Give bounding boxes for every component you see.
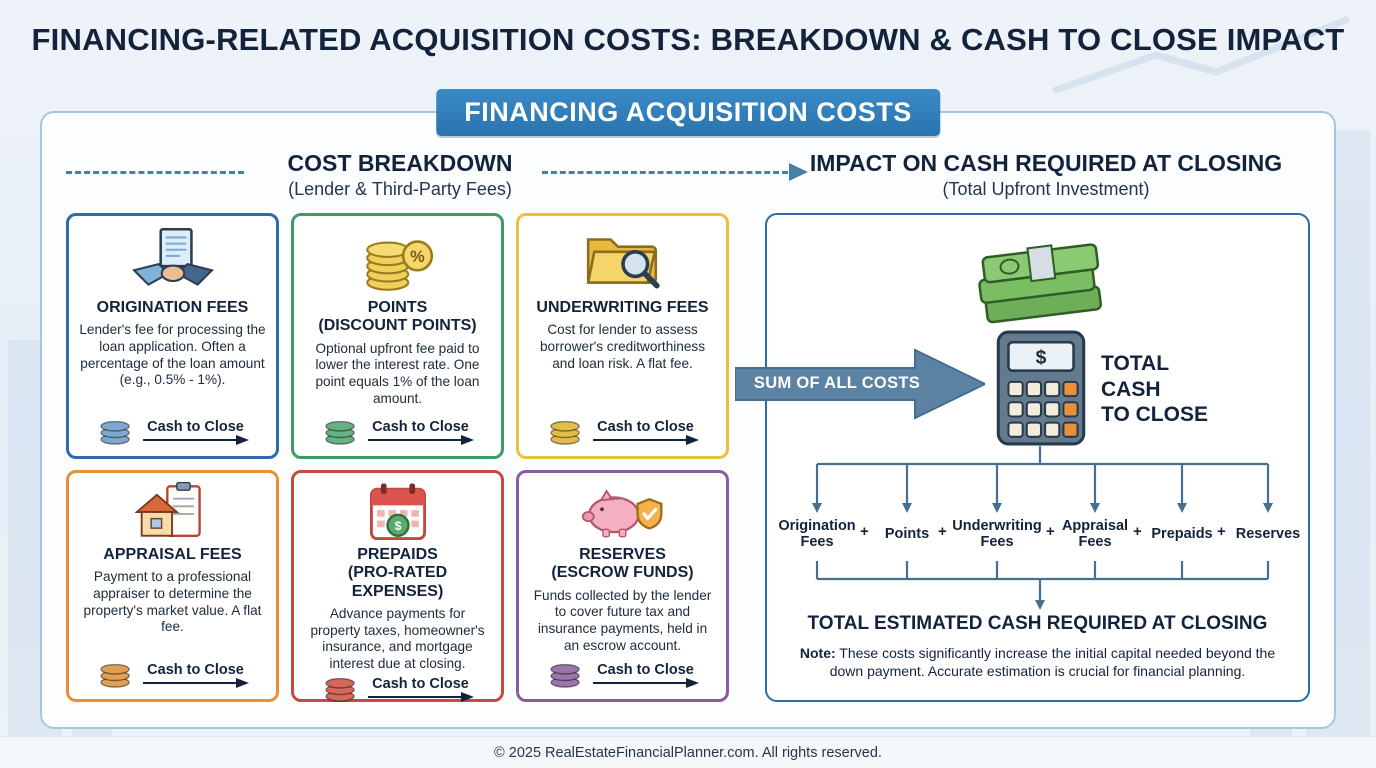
- cash-to-close-row: Cash to Close: [97, 658, 249, 688]
- card-subtitle: (ESCROW FUNDS): [551, 564, 694, 582]
- card-appraisal-fees: APPRAISAL FEES Payment to a professional…: [66, 470, 279, 702]
- cash-to-close-row: Cash to Close: [547, 658, 699, 688]
- component-origination-fees: Origination Fees: [778, 518, 856, 551]
- card-title: APPRAISAL FEES: [103, 546, 242, 563]
- coin-stack-icon: [99, 663, 130, 688]
- sum-of-all-costs-arrow: SUM OF ALL COSTS: [734, 344, 988, 424]
- component-appraisal-fees: Appraisal Fees: [1061, 518, 1129, 551]
- coin-stack-percent-icon: %: [357, 225, 439, 295]
- note-label: Note:: [799, 645, 836, 661]
- card-origination-fees: ORIGINATION FEES Lender's fee for proces…: [66, 213, 279, 459]
- card-title: ORIGINATION FEES: [96, 299, 249, 316]
- cash-arrow-icon: [592, 678, 699, 688]
- cash-to-close-row: Cash to Close: [322, 415, 474, 445]
- cash-to-close-label: Cash to Close: [597, 419, 694, 435]
- coin-stack-icon: [549, 420, 580, 445]
- copyright-footer: © 2025 RealEstateFinancialPlanner.com. A…: [0, 736, 1376, 768]
- cash-arrow-icon: [367, 435, 474, 445]
- impact-subtitle: (Total Upfront Investment): [942, 179, 1150, 199]
- page-title: FINANCING-RELATED ACQUISITION COSTS: BRE…: [31, 22, 1345, 57]
- card-description: Optional upfront fee paid to lower the i…: [315, 340, 480, 406]
- total-cash-line: TO CLOSE: [1101, 403, 1208, 427]
- plus-sign: +: [938, 523, 947, 540]
- card-points: % POINTS (DISCOUNT POINTS) Optional upfr…: [291, 213, 504, 459]
- card-subtitle: (DISCOUNT POINTS): [318, 317, 477, 335]
- cash-arrow-icon: [142, 678, 249, 688]
- cash-to-close-label: Cash to Close: [147, 419, 244, 435]
- converge-lines: [815, 561, 1270, 610]
- coin-stack-icon: [549, 663, 580, 688]
- distribution-bracket-lines: [812, 446, 1273, 513]
- dashed-connector-arrowhead-icon: [789, 163, 808, 181]
- money-stack-icon: [978, 243, 1103, 324]
- piggy-bank-shield-icon: [581, 482, 665, 542]
- total-cash-line: CASH: [1101, 377, 1161, 401]
- document-handshake-icon: [131, 225, 214, 295]
- dashed-connector-left: [66, 171, 244, 174]
- card-title: PREPAIDS: [357, 546, 438, 563]
- cash-arrow-icon: [367, 692, 474, 703]
- cost-breakdown-header: COST BREAKDOWN (Lender & Third-Party Fee…: [250, 150, 550, 200]
- cash-to-close-label: Cash to Close: [372, 419, 469, 435]
- card-underwriting-fees: UNDERWRITING FEES Cost for lender to ass…: [516, 213, 729, 459]
- calculator-icon: $: [996, 330, 1086, 446]
- card-description: Cost for lender to assess borrower's cre…: [539, 322, 706, 371]
- section-banner: FINANCING ACQUISITION COSTS: [436, 89, 940, 136]
- component-underwriting-fees: Underwriting Fees: [952, 518, 1042, 551]
- component-reserves: Reserves: [1235, 526, 1301, 542]
- sum-arrow-shape-icon: [734, 348, 988, 420]
- coin-stack-icon: [99, 420, 130, 445]
- sum-arrow-label: SUM OF ALL COSTS: [753, 374, 921, 392]
- plus-sign: +: [1046, 523, 1055, 540]
- card-description: Advance payments for property taxes, hom…: [310, 606, 485, 671]
- cash-arrow-icon: [592, 435, 699, 445]
- component-prepaids: Prepaids: [1151, 526, 1213, 542]
- total-cash-to-close-label: TOTAL CASH TO CLOSE: [1101, 351, 1208, 428]
- coin-stack-icon: [324, 420, 355, 445]
- calendar-dollar-icon: $: [360, 482, 436, 542]
- cash-to-close-label: Cash to Close: [597, 662, 694, 678]
- cash-arrow-icon: [142, 435, 249, 445]
- impact-header: IMPACT ON CASH REQUIRED AT CLOSING (Tota…: [790, 150, 1302, 200]
- svg-text:%: %: [410, 248, 425, 266]
- house-clipboard-icon: [134, 482, 211, 542]
- impact-title: IMPACT ON CASH REQUIRED AT CLOSING: [809, 150, 1283, 176]
- plus-sign: +: [860, 523, 869, 540]
- card-description: Funds collected by the lender to cover f…: [533, 587, 712, 653]
- svg-text:$: $: [1036, 348, 1047, 369]
- plus-sign: +: [1217, 523, 1226, 540]
- impact-panel: $ TOTAL CASH TO CLOSE: [765, 213, 1310, 702]
- card-prepaids: $ PREPAIDS (PRO-RATED EXPENSES) Advance …: [291, 470, 504, 703]
- cash-to-close-row: Cash to Close: [547, 415, 699, 445]
- card-title: UNDERWRITING FEES: [536, 299, 709, 316]
- cash-to-close-row: Cash to Close: [322, 672, 474, 703]
- card-title: POINTS: [367, 299, 428, 316]
- cash-to-close-label: Cash to Close: [147, 662, 244, 678]
- folder-magnifier-icon: [582, 225, 664, 295]
- component-points: Points: [884, 526, 930, 542]
- note-text: Note: These costs significantly increase…: [795, 645, 1280, 680]
- dashed-connector-mid: [542, 171, 788, 174]
- total-estimated-heading: TOTAL ESTIMATED CASH REQUIRED AT CLOSING: [807, 613, 1268, 634]
- total-cash-line: TOTAL: [1101, 352, 1170, 375]
- svg-text:$: $: [394, 519, 401, 533]
- cost-breakdown-subtitle: (Lender & Third-Party Fees): [288, 179, 512, 199]
- card-subtitle: (PRO-RATED EXPENSES): [347, 564, 448, 600]
- background-trend-line: [1052, 16, 1350, 94]
- plus-sign: +: [1133, 523, 1142, 540]
- card-description: Payment to a professional appraiser to d…: [83, 569, 262, 635]
- cost-breakdown-title: COST BREAKDOWN: [287, 150, 513, 176]
- card-reserves: RESERVES (ESCROW FUNDS) Funds collected …: [516, 470, 729, 702]
- cash-to-close-label: Cash to Close: [372, 676, 469, 693]
- coin-stack-icon: [324, 678, 355, 703]
- card-description: Lender's fee for processing the loan app…: [79, 322, 266, 388]
- note-body: These costs significantly increase the i…: [829, 645, 1276, 679]
- cash-to-close-row: Cash to Close: [97, 415, 249, 445]
- card-title: RESERVES: [579, 546, 666, 563]
